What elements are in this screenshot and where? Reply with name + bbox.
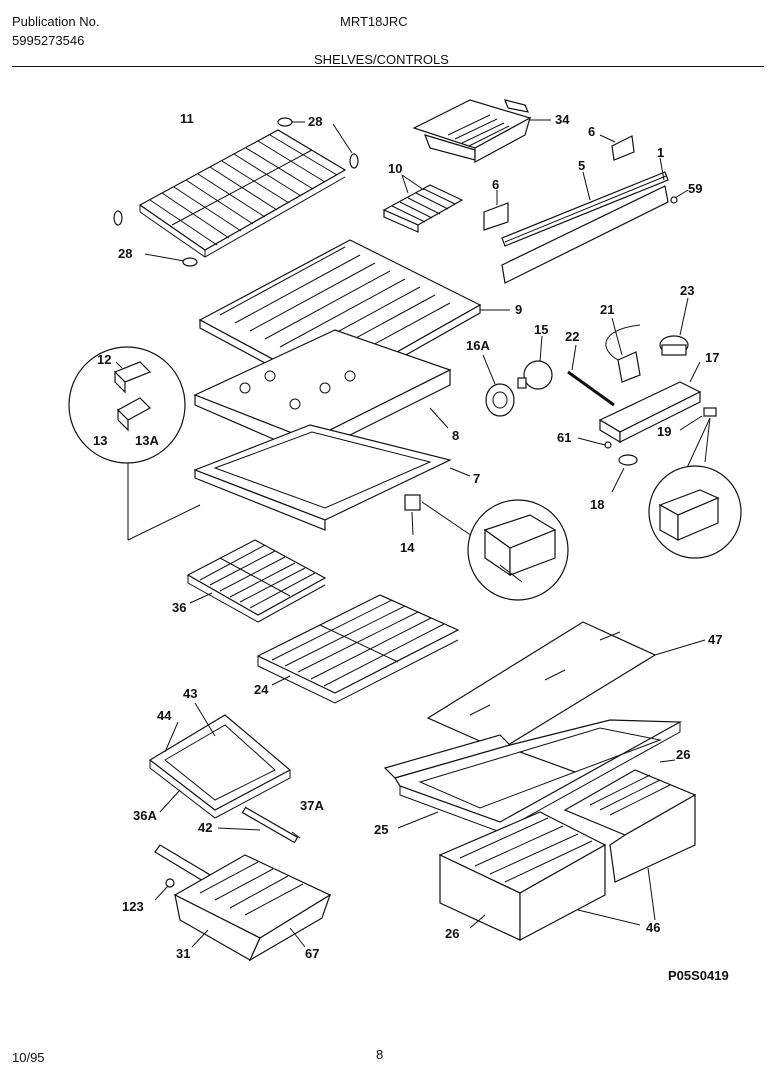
callout-43: 43 — [183, 686, 197, 701]
part-14 — [404, 494, 421, 511]
callout-6: 6 — [588, 124, 595, 139]
clip-28-bottom — [182, 257, 198, 267]
callout-26: 26 — [676, 747, 690, 762]
shelf-11 — [138, 129, 347, 258]
callout-36: 36 — [172, 600, 186, 615]
callout-23: 23 — [680, 283, 694, 298]
switch-21 — [605, 324, 641, 383]
ice-tray-10 — [382, 184, 464, 233]
bulb-15 — [517, 360, 553, 390]
callout-7: 7 — [473, 471, 480, 486]
thermostat-23 — [659, 335, 689, 356]
light-switch-19 — [703, 407, 717, 417]
inset-12-13 — [68, 346, 186, 464]
screw-61 — [604, 441, 612, 449]
strip-37A — [241, 806, 299, 844]
callout-12: 12 — [97, 352, 111, 367]
crisper-26-left — [438, 811, 607, 941]
clip-28-right — [349, 153, 359, 169]
callout-28: 28 — [308, 114, 322, 129]
pan-cover-43 — [148, 714, 292, 819]
callout-31: 31 — [176, 946, 190, 961]
shaft-22 — [567, 370, 615, 407]
publication-label: Publication No. — [12, 14, 100, 29]
callout-123: 123 — [122, 899, 144, 914]
callout-17: 17 — [705, 350, 719, 365]
callout-34: 34 — [555, 112, 570, 127]
callout-67: 67 — [305, 946, 319, 961]
callout-10: 10 — [388, 161, 402, 176]
callout-8: 8 — [452, 428, 459, 443]
bracket-6-upper — [611, 135, 635, 161]
callout-19: 19 — [657, 424, 671, 439]
clip-28-left — [113, 210, 123, 226]
callout-26: 26 — [445, 926, 459, 941]
callout-6: 6 — [492, 177, 499, 192]
drawing-id: P05S0419 — [668, 968, 729, 983]
callout-59: 59 — [688, 181, 702, 196]
callout-9: 9 — [515, 302, 522, 317]
screw-123 — [165, 878, 175, 888]
callout-42: 42 — [198, 820, 212, 835]
callout-37A: 37A — [300, 798, 324, 813]
model-number: MRT18JRC — [340, 14, 408, 29]
rail-5 — [501, 171, 669, 247]
callout-47: 47 — [708, 632, 722, 647]
knob-18 — [618, 454, 638, 466]
section-title: SHELVES/CONTROLS — [314, 52, 449, 67]
cover-7 — [193, 424, 452, 531]
callout-36A: 36A — [133, 808, 157, 823]
callout-61: 61 — [557, 430, 571, 445]
callout-22: 22 — [565, 329, 579, 344]
callout-13A: 13A — [135, 433, 159, 448]
socket-16A — [485, 383, 515, 417]
inset-14 — [467, 499, 569, 601]
inset-19 — [648, 465, 742, 559]
bracket-6-lower — [483, 202, 509, 231]
callout-13: 13 — [93, 433, 107, 448]
publication-number: 5995273546 — [12, 33, 85, 48]
callout-1: 1 — [657, 145, 664, 160]
control-box-17 — [598, 381, 702, 444]
callout-18: 18 — [590, 497, 604, 512]
callout-14: 14 — [400, 540, 415, 555]
callout-25: 25 — [374, 822, 388, 837]
callout-5: 5 — [578, 158, 585, 173]
pan-31 — [173, 854, 332, 962]
callout-16A: 16A — [466, 338, 490, 353]
callout-46: 46 — [646, 920, 660, 935]
crisper-26-right — [563, 769, 697, 883]
page-number: 8 — [376, 1047, 384, 1062]
callout-28: 28 — [118, 246, 132, 261]
callout-15: 15 — [534, 322, 548, 337]
callout-11: 11 — [180, 111, 194, 126]
callout-44: 44 — [157, 708, 172, 723]
callout-21: 21 — [600, 302, 614, 317]
shelf-24 — [256, 594, 460, 704]
callout-24: 24 — [254, 682, 269, 697]
shelf-36 — [186, 539, 327, 623]
clip-28-top — [277, 117, 293, 127]
ice-bin-34 — [412, 99, 532, 164]
header-rule — [12, 66, 764, 67]
rail-1 — [501, 185, 669, 284]
footer-date: 10/95 — [12, 1050, 45, 1065]
